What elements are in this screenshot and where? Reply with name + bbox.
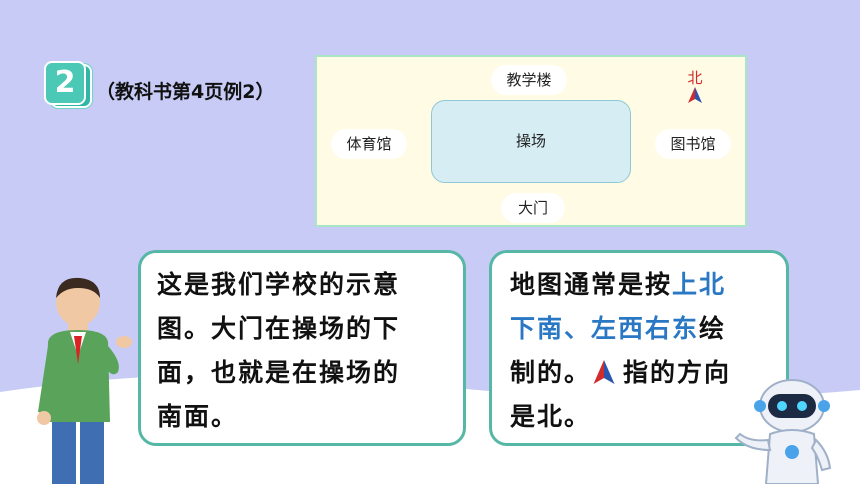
boy-character bbox=[37, 277, 132, 484]
map-label-library: 图书馆 bbox=[655, 129, 731, 159]
robot-character bbox=[734, 379, 832, 484]
map-label-gate: 大门 bbox=[501, 193, 565, 223]
north-arrow-icon bbox=[593, 360, 615, 384]
north-indicator: 北 bbox=[683, 69, 707, 107]
bubble-right-text-1a: 地图通常是按 bbox=[510, 270, 673, 299]
school-map: 教学楼 体育馆 图书馆 大门 操场 北 bbox=[315, 55, 747, 227]
bubble-left-line-3: 面，也就是在操场的 bbox=[157, 358, 401, 387]
bubble-right-text-2b: 绘 bbox=[699, 314, 727, 343]
bubble-right-text-2a: 下南、左西右东 bbox=[510, 314, 700, 343]
map-playground: 操场 bbox=[431, 100, 631, 183]
north-arrow-icon bbox=[688, 87, 702, 103]
speech-bubble-boy: 这是我们学校的示意 图。大门在操场的下 面，也就是在操场的 南面。 bbox=[138, 250, 466, 446]
bubble-right-text-1b: 上北 bbox=[672, 270, 727, 299]
bubble-left-line-1: 这是我们学校的示意 bbox=[157, 270, 401, 299]
map-label-teaching-building: 教学楼 bbox=[491, 65, 567, 95]
bubble-right-line-3: 制的。 指的方向 bbox=[510, 351, 786, 395]
bubble-right-line-1: 地图通常是按上北 bbox=[510, 263, 786, 307]
bubble-right-text-3b: 指的方向 bbox=[623, 358, 732, 387]
map-label-gym: 体育馆 bbox=[331, 129, 407, 159]
bubble-left-line-4: 南面。 bbox=[157, 402, 239, 431]
example-number-badge: 2 bbox=[44, 61, 92, 108]
textbook-reference: （教科书第4页例2） bbox=[96, 81, 275, 103]
north-label: 北 bbox=[687, 69, 703, 87]
bubble-right-line-2: 下南、左西右东绘 bbox=[510, 307, 786, 351]
example-number: 2 bbox=[44, 61, 86, 105]
bubble-right-line-4: 是北。 bbox=[510, 402, 592, 431]
bubble-left-line-2: 图。大门在操场的下 bbox=[157, 314, 401, 343]
bubble-right-text-3a: 制的。 bbox=[510, 358, 592, 387]
speech-bubble-robot: 地图通常是按上北 下南、左西右东绘 制的。 指的方向 是北。 bbox=[489, 250, 789, 446]
